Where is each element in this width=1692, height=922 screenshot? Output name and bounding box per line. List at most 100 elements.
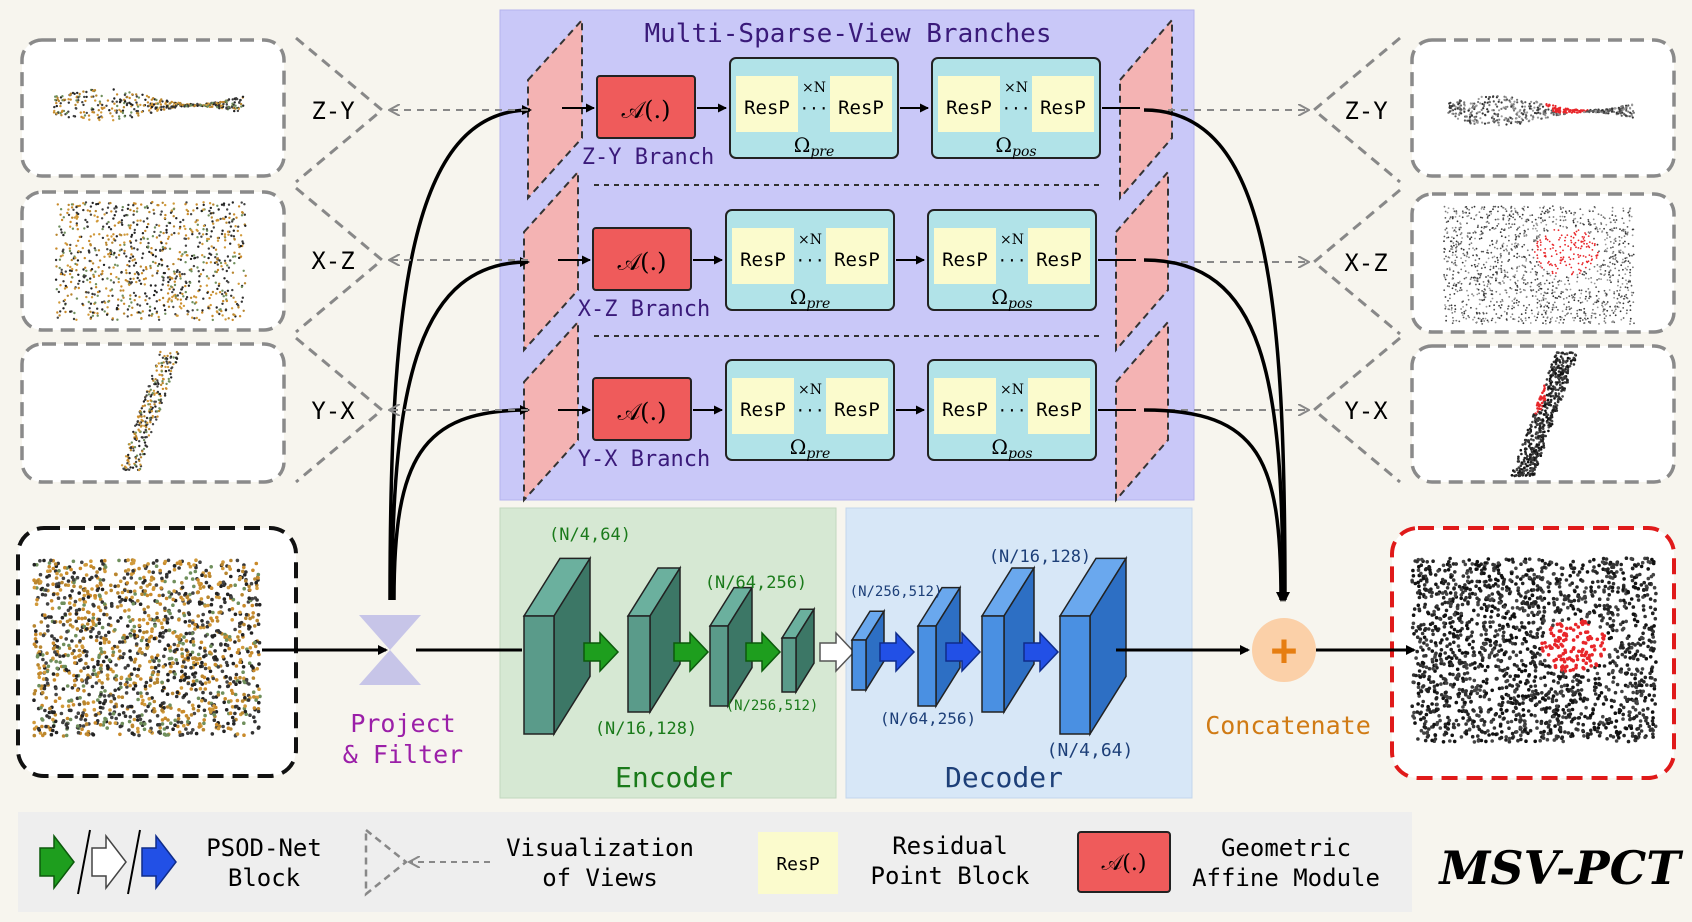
branch-output-plane: [1115, 319, 1169, 503]
concatenate-node: + Concatenate: [1205, 618, 1371, 740]
legend-resp-line2: Point Block: [871, 862, 1030, 890]
omega-pos-block: ResP ResP ×N ··· Ωpos: [931, 57, 1101, 160]
right-view-label: Y-X: [1344, 397, 1388, 425]
output-view-yx: [1410, 344, 1676, 484]
branch-output-plane: [1115, 169, 1169, 353]
blue-arrow-icon: [141, 833, 177, 891]
left-view-triangle: X-Z: [295, 186, 385, 334]
resp-label: ResP: [942, 249, 988, 271]
resp-label: ResP: [740, 399, 786, 421]
project-filter-label-2: & Filter: [343, 740, 463, 769]
resp-label: ResP: [834, 399, 880, 421]
decoder-block-1: [850, 608, 886, 693]
branch-input-plane: [523, 319, 579, 503]
resp-label: ResP: [740, 249, 786, 271]
output-view-zy: [1410, 38, 1676, 178]
decoder-dim-label: (N/256,512): [850, 584, 943, 600]
green-arrow-icon: [583, 631, 620, 673]
decoder-block-4: [1058, 555, 1128, 737]
dots-label: ···: [800, 99, 829, 118]
legend-vis-line1: Visualization: [506, 834, 694, 862]
resp-label: ResP: [834, 249, 880, 271]
affine-module: [592, 377, 692, 441]
white-arrow-icon: [91, 833, 127, 891]
concatenate-label: Concatenate: [1205, 711, 1371, 740]
dots-label: ···: [998, 401, 1027, 420]
legend-psod-line2: Block: [228, 864, 301, 892]
times-n-label: ×N: [802, 80, 826, 96]
dots-label: ···: [796, 251, 825, 270]
branch-label: Z-Y Branch: [582, 145, 714, 170]
encoder-title: Encoder: [615, 761, 733, 794]
input-view-yx: [20, 342, 286, 484]
dots-label: ···: [1002, 99, 1031, 118]
resp-label: ResP: [1036, 399, 1082, 421]
left-view-label: Y-X: [311, 397, 355, 425]
branch-label: X-Z Branch: [578, 297, 710, 322]
encoder-dim-label: (N/4,64): [549, 525, 631, 545]
input-point-cloud: [16, 526, 298, 778]
legend-vis-line2: of Views: [542, 864, 658, 892]
right-view-label: Z-Y: [1344, 97, 1388, 125]
resp-label: ResP: [744, 97, 790, 119]
encoder-block-2: [626, 565, 682, 715]
brand-title: MSV-PCT: [1437, 841, 1684, 895]
left-view-triangle: Z-Y: [295, 36, 385, 184]
affine-label: 𝒜(.): [617, 398, 666, 426]
decoder-dim-label: (N/4,64): [1047, 740, 1134, 761]
left-view-label: X-Z: [311, 247, 354, 275]
dots-label: ···: [796, 401, 825, 420]
decoder-title: Decoder: [945, 761, 1063, 794]
encoder-block-1: [522, 555, 592, 737]
affine-module: [596, 75, 696, 139]
right-view-triangle: Z-Y: [1311, 36, 1401, 184]
encoder-dim-label: (N/16,128): [595, 719, 697, 739]
green-arrow-icon: [39, 833, 75, 891]
encoder-dim-label: (N/256,512): [726, 698, 819, 714]
legend: PSOD-Net Block Visualization of Views Re…: [18, 812, 1412, 912]
times-n-label: ×N: [798, 382, 822, 398]
branch-input-plane: [527, 17, 583, 201]
branch-input-plane: [523, 169, 579, 353]
dots-label: ···: [998, 251, 1027, 270]
decoder-block-3: [980, 565, 1036, 715]
encoder-block-3: [708, 584, 754, 709]
legend-psod-line1: PSOD-Net: [206, 834, 322, 862]
left-view-triangle: Y-X: [295, 336, 385, 484]
omega-label: Ωpos: [995, 133, 1036, 160]
connections: [262, 110, 1416, 655]
right-view-label: X-Z: [1344, 249, 1387, 277]
resp-label: ResP: [1040, 97, 1086, 119]
output-point-cloud: [1390, 526, 1676, 780]
project-filter-label-1: Project: [350, 709, 455, 738]
blue-arrow-icon: [945, 631, 982, 673]
legend-affine-line2: Affine Module: [1192, 864, 1380, 892]
resp-label: ResP: [1036, 249, 1082, 271]
resp-label: ResP: [942, 399, 988, 421]
times-n-label: ×N: [1000, 232, 1024, 248]
green-arrow-icon: [673, 631, 710, 673]
resp-label: ResP: [946, 97, 992, 119]
left-view-label: Z-Y: [311, 97, 355, 125]
branch-label: Y-X Branch: [578, 447, 710, 472]
legend-resp-line1: Residual: [892, 832, 1008, 860]
encoder-dim-label: (N/64,256): [705, 573, 807, 593]
green-arrow-icon: [745, 631, 782, 673]
project-filter-node: Project & Filter: [343, 615, 463, 769]
times-n-label: ×N: [798, 232, 822, 248]
blue-arrow-icon: [1023, 631, 1060, 673]
times-n-label: ×N: [1004, 80, 1028, 96]
branches-title: Multi-Sparse-View Branches: [645, 19, 1052, 49]
right-view-triangle: X-Z: [1311, 188, 1401, 336]
decoder-dim-label: (N/16,128): [989, 547, 1091, 567]
concatenate-symbol: +: [1271, 625, 1298, 676]
affine-label: 𝒜(.): [621, 96, 670, 124]
input-view-zy: [20, 38, 286, 178]
decoder-dim-label: (N/64,256): [880, 709, 976, 728]
